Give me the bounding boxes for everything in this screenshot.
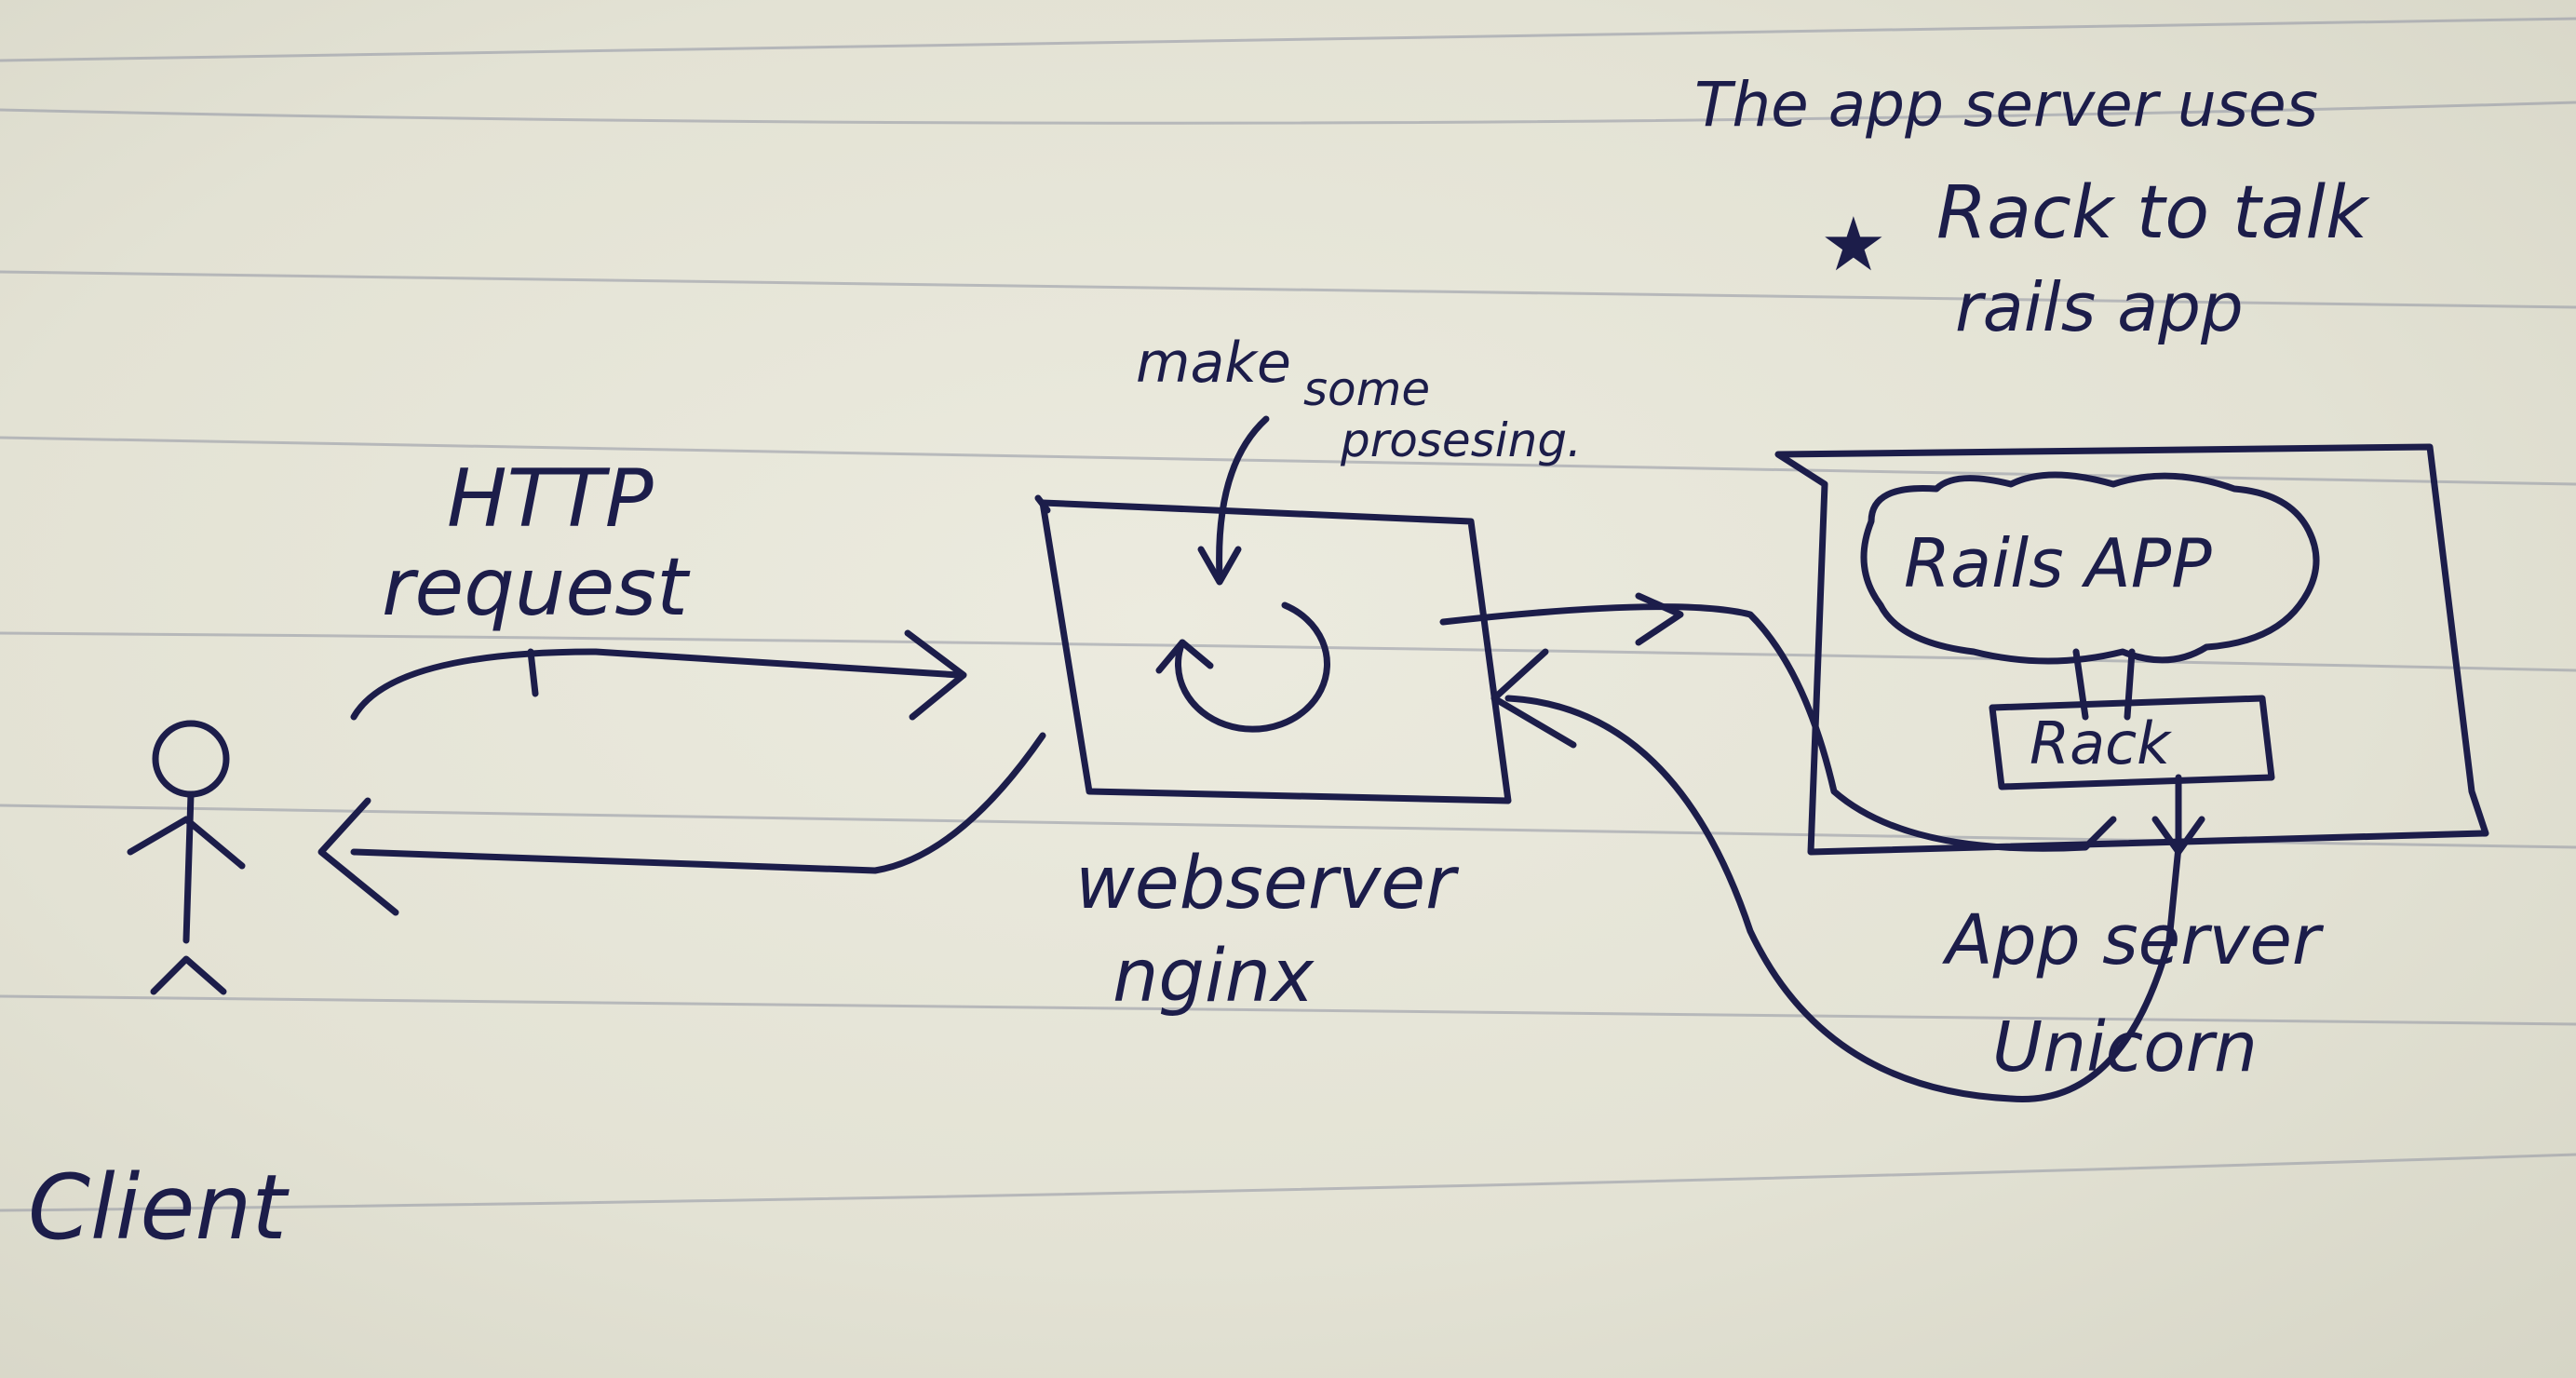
webserver-label-line-1: webserver [1075,842,1460,925]
return-arrow [1504,695,2182,1103]
processing-arrowhead [1197,546,1242,586]
rule-line [0,17,2576,62]
http-label-line-1: HTTP [447,453,654,546]
webserver-box [1039,499,1512,804]
app-server-box [1774,443,2489,856]
request-arrow [350,648,963,721]
rack-down-arrowhead [2151,816,2205,856]
rule-line [0,631,2576,672]
request-arrowhead [904,629,967,721]
cycle-arrowhead [1155,639,1214,674]
webserver-box-corner [1034,494,1051,514]
note-line-1: The app server uses [1694,69,2318,141]
ruled-lines [0,17,2576,1212]
rails-app-label: Rails APP [1904,524,2212,602]
rule-line [0,1153,2576,1212]
client-legs [150,955,227,995]
response-arrowhead [317,797,399,916]
processing-label-line-3: prosesing. [1340,413,1582,467]
http-label-line-2: request [382,541,691,634]
client-label: Client [28,1155,290,1260]
processing-label-line-2: some [1303,362,1430,416]
client-head [152,720,230,798]
response-arrow [350,732,1046,874]
rack-label: Rack [2030,709,2172,777]
note-line-3: rails app [1955,268,2244,346]
rule-line [0,270,2576,309]
cycle-icon [1175,601,1330,733]
app-server-label-line-2: Unicorn [1992,1007,2258,1088]
processing-label-line-1: make [1136,331,1291,396]
forward-arrow [1439,603,2117,852]
request-tick [527,648,539,697]
rails-cloud [1860,471,2320,665]
star-bullet: ★ [1820,201,1887,288]
client-figure [127,720,246,995]
note-line-2: Rack to talk [1936,171,2370,255]
rack-box [1989,695,2275,790]
processing-arrow [1216,415,1270,581]
client-arms [127,816,246,870]
client-body [182,790,195,944]
app-server-label-line-1: App server [1942,900,2325,980]
rule-line [0,101,2576,125]
webserver-label-line-2: nginx [1113,935,1315,1019]
forward-arrowhead [1635,592,1684,646]
return-arrowhead [1490,648,1577,749]
